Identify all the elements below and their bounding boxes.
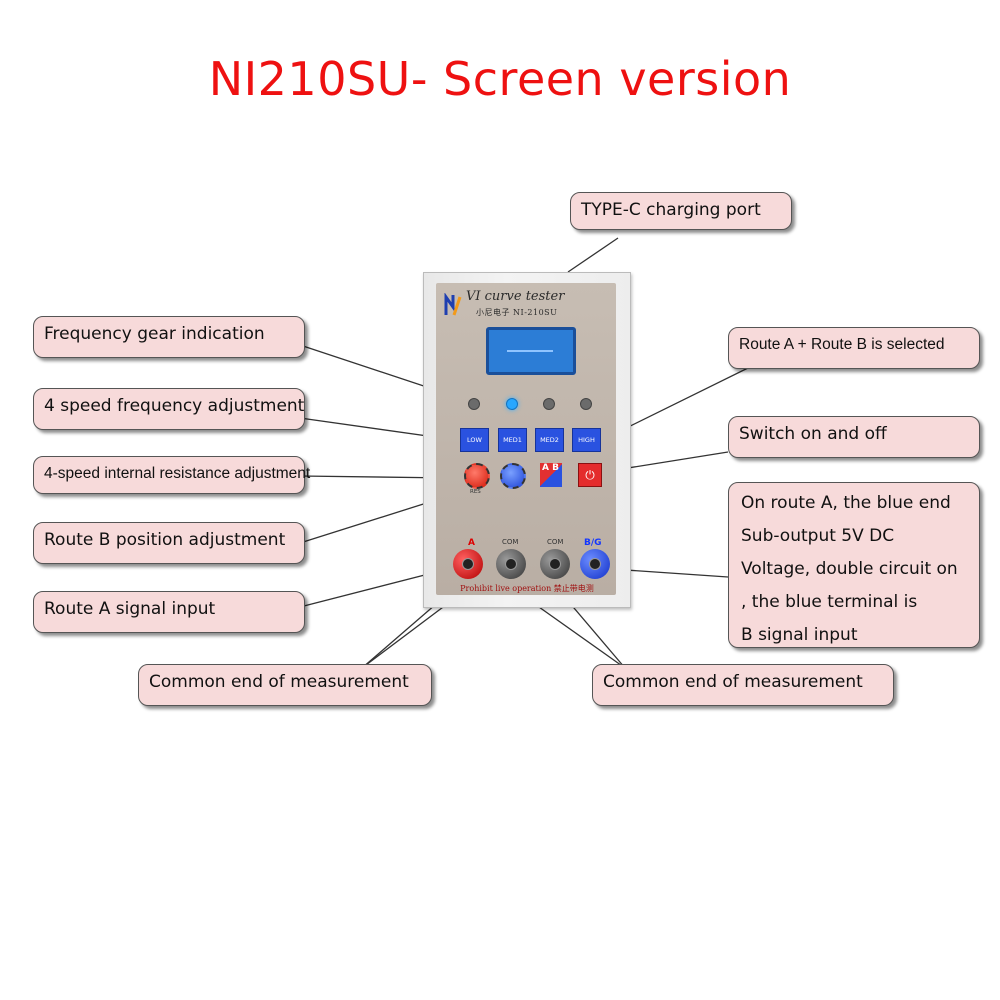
callout-typec: TYPE-C charging port (570, 192, 792, 230)
freq-button-med1[interactable]: MED1 (498, 428, 527, 452)
freq-button-med2[interactable]: MED2 (535, 428, 564, 452)
callout-freq-adjust: 4 speed frequency adjustment (33, 388, 305, 430)
led-med1 (506, 398, 518, 410)
jack-label-com-2: COM (547, 538, 564, 546)
jack-a-input[interactable] (453, 549, 483, 579)
warning-text: Prohibit live operation 禁止带电测 (460, 584, 594, 593)
device-brand: VI curve tester (466, 289, 565, 304)
callout-freq-indication: Frequency gear indication (33, 316, 305, 358)
blue-end-line-3: Voltage, double circuit on (741, 559, 958, 579)
lcd-screen (486, 327, 576, 375)
led-high (580, 398, 592, 410)
blue-end-line-1: On route A, the blue end (741, 493, 951, 513)
blue-end-line-5: B signal input (741, 625, 858, 645)
page-title: NI210SU- Screen version (208, 52, 792, 106)
led-low (468, 398, 480, 410)
route-b-position-knob[interactable] (500, 463, 526, 489)
front-panel: VI curve tester 小尼电子 NI-210SU LOW MED1 M… (436, 283, 616, 595)
jack-bg-input[interactable] (580, 549, 610, 579)
callout-route-b-pos: Route B position adjustment (33, 522, 305, 564)
route-ab-select-button[interactable]: A B (540, 463, 562, 487)
freq-button-low[interactable]: LOW (460, 428, 489, 452)
callout-com-left: Common end of measurement (138, 664, 432, 706)
freq-button-high[interactable]: HIGH (572, 428, 601, 452)
jack-com-2[interactable] (540, 549, 570, 579)
blue-end-line-2: Sub-output 5V DC (741, 526, 895, 546)
jack-com-1[interactable] (496, 549, 526, 579)
callout-blue-end: On route A, the blue end Sub-output 5V D… (728, 482, 980, 648)
callout-com-right: Common end of measurement (592, 664, 894, 706)
device-model: 小尼电子 NI-210SU (476, 308, 558, 317)
jack-label-a: A (468, 538, 475, 548)
brand-logo-icon (444, 293, 462, 316)
callout-switch: Switch on and off (728, 416, 980, 458)
resistance-knob[interactable] (464, 463, 490, 489)
blue-end-line-4: , the blue terminal is (741, 592, 918, 612)
callout-resistance: 4-speed internal resistance adjustment (33, 456, 310, 494)
power-button[interactable]: ⏻ (578, 463, 602, 487)
callout-route-ab: Route A + Route B is selected (728, 327, 980, 369)
callout-route-a-in: Route A signal input (33, 591, 305, 633)
leader-typec (567, 237, 619, 273)
jack-label-bg: B/G (584, 538, 602, 548)
vi-curve-tester-device: VI curve tester 小尼电子 NI-210SU LOW MED1 M… (423, 272, 631, 608)
jack-label-com-1: COM (502, 538, 519, 546)
led-med2 (543, 398, 555, 410)
resistance-knob-label: RES (470, 489, 481, 495)
